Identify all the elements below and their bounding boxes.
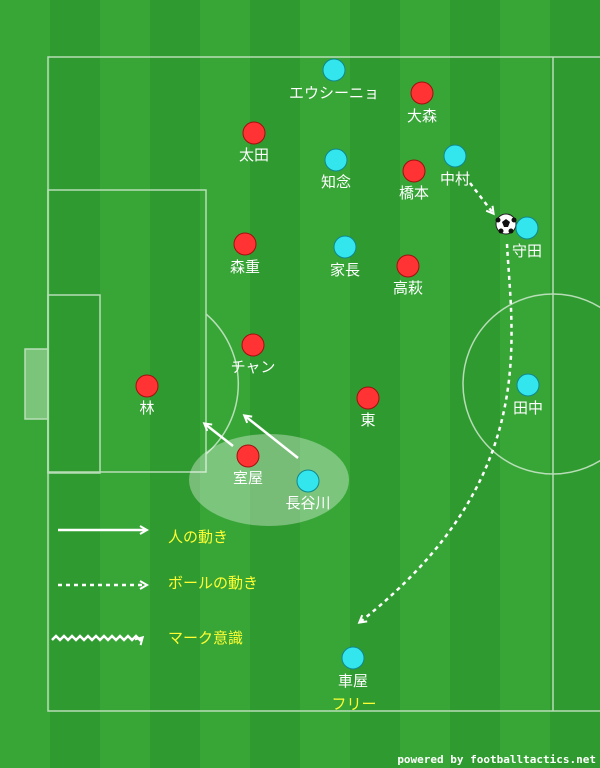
player-label: 守田	[512, 242, 542, 260]
player-label: 林	[139, 399, 154, 417]
legend-zigzag-arrow	[51, 634, 142, 640]
player-red-ota[interactable]: 太田	[239, 121, 269, 164]
player-cyan-morita[interactable]: 守田	[512, 216, 542, 260]
player-red-chan[interactable]: チャン	[231, 333, 276, 376]
player-label: 森重	[230, 258, 260, 276]
player-label: 高萩	[393, 279, 423, 297]
ball-movement-dashed-arrow	[360, 243, 513, 622]
highlight-zone	[189, 434, 349, 526]
team-cyan: エウシーニョ 知念 中村 守田 家長 田中 長谷川 車屋	[285, 58, 543, 690]
player-red-takahagi[interactable]: 高萩	[393, 254, 423, 297]
nakamura-pass-dashed-arrow	[469, 182, 493, 213]
legend: 人の動き ボールの動き マーク意識	[51, 528, 258, 647]
player-red-higashi[interactable]: 東	[356, 386, 380, 429]
player-red-hashimoto[interactable]: 橋本	[399, 159, 429, 202]
team-red: 大森 太田 橋本 森重 高萩 チャン 林 東	[135, 81, 437, 487]
player-cyan-tanaka[interactable]: 田中	[513, 373, 543, 417]
goal	[24, 348, 49, 420]
player-cyan-hasegawa[interactable]: 長谷川	[285, 469, 331, 512]
player-label: 大森	[407, 107, 437, 125]
legend-ball-move-label: ボールの動き	[168, 574, 258, 592]
legend-marking-label: マーク意識	[168, 629, 243, 647]
penalty-arc	[205, 313, 240, 455]
player-label: 長谷川	[285, 494, 330, 512]
free-label: フリー	[331, 695, 376, 713]
player-label: エウシーニョ	[289, 84, 379, 102]
pitch-lines	[24, 56, 600, 712]
player-label: 橋本	[399, 184, 429, 202]
player-red-oomori[interactable]: 大森	[407, 81, 437, 125]
player-cyan-kurumaya[interactable]: 車屋	[338, 646, 368, 690]
player-red-morishige[interactable]: 森重	[230, 232, 260, 276]
player-label: チャン	[231, 358, 276, 376]
center-circle	[462, 293, 600, 475]
player-red-hayashi[interactable]: 林	[135, 374, 159, 417]
player-label: 東	[360, 411, 375, 429]
player-label: 中村	[440, 170, 470, 188]
player-red-muroya[interactable]: 室屋	[233, 444, 263, 487]
player-label: 室屋	[233, 469, 263, 487]
soccer-ball-icon	[495, 213, 517, 235]
legend-player-move-label: 人の動き	[168, 528, 228, 546]
credit-text: powered by footballtactics.net	[397, 753, 596, 766]
player-label: 太田	[239, 146, 269, 164]
muroya-move-arrow	[205, 424, 234, 447]
player-cyan-evson[interactable]: エウシーニョ	[289, 58, 379, 102]
player-cyan-kacho[interactable]: 家長	[330, 235, 360, 279]
player-label: 田中	[513, 399, 543, 417]
player-label: 家長	[330, 261, 360, 279]
hasegawa-move-arrow	[245, 416, 299, 459]
player-label: 知念	[321, 173, 351, 191]
player-cyan-chinen[interactable]: 知念	[321, 148, 351, 191]
player-cyan-nakamura[interactable]: 中村	[440, 144, 470, 188]
player-label: 車屋	[338, 672, 368, 690]
